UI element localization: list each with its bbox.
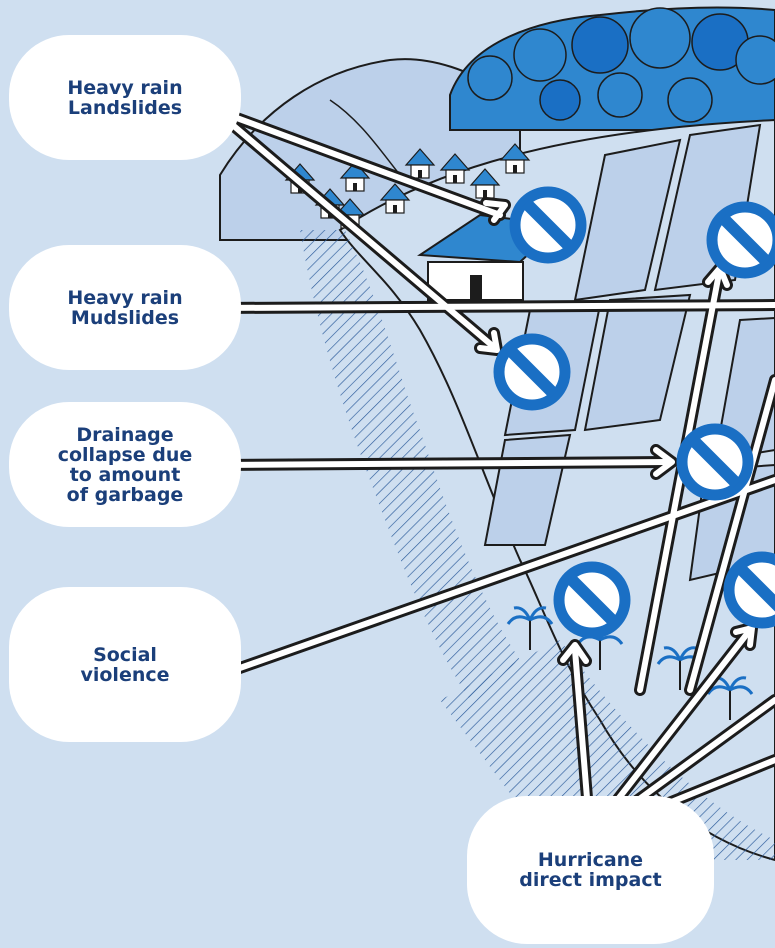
label-heavy-rain-mudslides: Heavy rain Mudslides <box>9 245 241 370</box>
prohibition-icon <box>682 429 748 495</box>
prohibition-icon <box>729 557 775 623</box>
label-hurricane-direct-impact: Hurricane direct impact <box>467 796 714 944</box>
prohibition-icon <box>559 567 625 633</box>
label-social-violence: Social violence <box>9 587 241 742</box>
label-drainage-collapse: Drainage collapse due to amount of garba… <box>9 402 241 527</box>
prohibition-icon <box>712 207 775 273</box>
label-heavy-rain-landslides: Heavy rain Landslides <box>9 35 241 160</box>
prohibition-icon <box>499 339 565 405</box>
prohibition-icon <box>515 192 581 258</box>
forest-icon <box>450 8 775 130</box>
